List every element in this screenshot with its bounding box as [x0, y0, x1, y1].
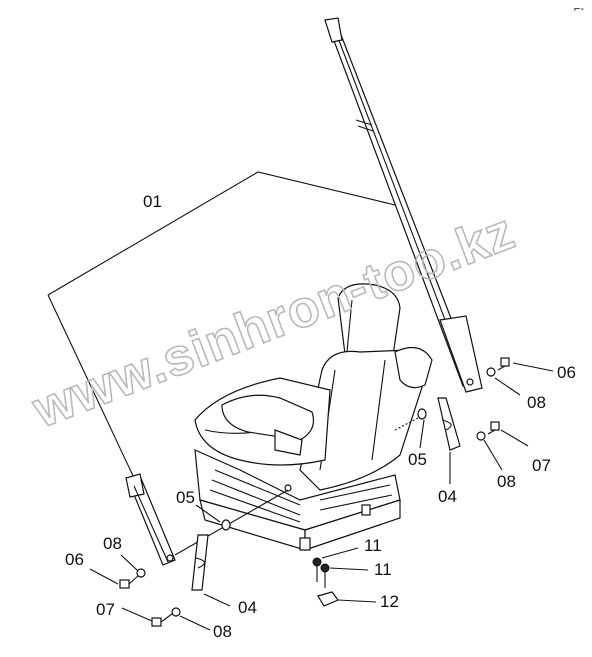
callout-07-left: 07	[96, 600, 115, 619]
leader-lines	[89, 362, 554, 631]
left-hardware	[119, 519, 231, 627]
callout-05-left: 05	[176, 488, 195, 507]
washer-right-bottom	[476, 431, 486, 441]
lever-hardware	[312, 557, 339, 607]
washer-right-top	[486, 367, 496, 377]
lever-12	[317, 591, 339, 607]
lap-belt-left	[191, 534, 209, 591]
callout-12: 12	[380, 592, 399, 611]
leader-right-spacer	[394, 417, 419, 431]
callout-07-right: 07	[532, 456, 551, 475]
leader-left-belt	[174, 489, 289, 556]
bolt-left-07	[151, 613, 173, 627]
shoulder-belt-strap	[324, 17, 483, 393]
spacer-right	[417, 408, 427, 420]
callout-01: 01	[143, 192, 162, 211]
bolt-right-06	[497, 357, 510, 371]
right-hardware	[417, 357, 510, 451]
operator-seat	[194, 283, 433, 551]
bolt-left-06	[119, 575, 139, 589]
callout-08-left-bottom: 08	[213, 622, 232, 641]
callout-04-right: 04	[438, 487, 457, 506]
corner-mark: ⌐-	[574, 3, 584, 15]
lap-belt-strap-left	[125, 473, 176, 566]
spacer-left	[221, 519, 231, 531]
screw-11-a	[312, 557, 322, 567]
callout-06-right: 06	[557, 363, 576, 382]
callout-05-right: 05	[408, 450, 427, 469]
callout-labels: 01 06 08 07 08 05 04 05 08 06 07 08 04 1…	[65, 192, 576, 641]
callout-08-right-top: 08	[527, 393, 546, 412]
callout-08-left-top: 08	[103, 534, 122, 553]
screw-11-b	[320, 563, 330, 573]
callout-04-left: 04	[238, 598, 257, 617]
callout-08-right-bottom: 08	[497, 472, 516, 491]
callout-11-a: 11	[364, 536, 382, 555]
washer-left-top	[136, 568, 146, 578]
washer-left-bottom	[171, 607, 181, 617]
callout-06-left: 06	[65, 550, 84, 569]
lap-belt-right	[437, 397, 461, 451]
assembly-bracket-lines	[47, 171, 396, 481]
callout-11-b: 11	[374, 560, 392, 579]
bolt-right-07	[487, 421, 500, 435]
